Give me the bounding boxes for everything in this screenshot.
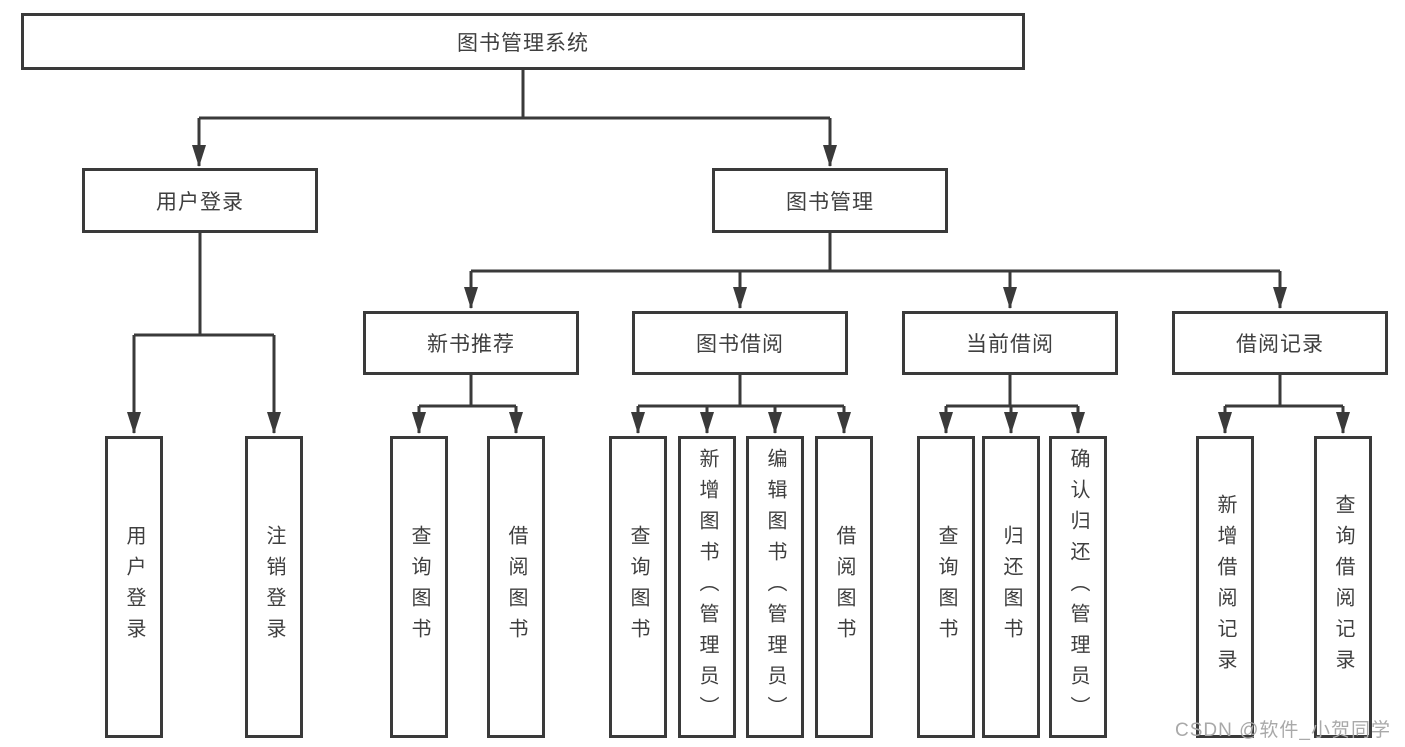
leaf-edit-book-admin: 编辑图书（管理员） [746,436,804,738]
node-label: 查询图书 [935,525,957,649]
node-label: 新增图书（管理员） [696,447,718,727]
leaf-add-borrow-record: 新增借阅记录 [1196,436,1254,738]
leaf-logout: 注销登录 [245,436,303,738]
leaf-return-book: 归还图书 [982,436,1040,738]
node-label: 新书推荐 [427,333,515,356]
node-label: 用户登录 [156,190,244,214]
connector-trunks [134,69,1343,408]
leaf-user-login: 用户登录 [105,436,163,738]
node-label: 当前借阅 [966,333,1054,356]
leaf-query-books-3: 查询图书 [917,436,975,738]
node-book-borrowing: 图书借阅 [632,311,848,375]
leaf-query-borrow-record: 查询借阅记录 [1314,436,1372,738]
leaf-query-books-1: 查询图书 [390,436,448,738]
leaf-query-books-2: 查询图书 [609,436,667,738]
node-label: 图书管理系统 [457,31,589,55]
leaf-confirm-return-admin: 确认归还（管理员） [1049,436,1107,738]
node-borrowing-records: 借阅记录 [1172,311,1388,375]
node-label: 图书借阅 [696,333,784,356]
node-user-login: 用户登录 [82,168,318,233]
node-label: 编辑图书（管理员） [764,447,786,727]
node-label: 借阅图书 [505,525,527,649]
node-label: 查询图书 [627,525,649,649]
leaf-borrow-books-1: 借阅图书 [487,436,545,738]
node-label: 注销登录 [263,525,285,649]
node-label: 查询图书 [408,525,430,649]
node-label: 借阅图书 [833,525,855,649]
node-book-management: 图书管理 [712,168,948,233]
leaf-add-book-admin: 新增图书（管理员） [678,436,736,738]
node-current-borrowing: 当前借阅 [902,311,1118,375]
leaf-borrow-books-2: 借阅图书 [815,436,873,738]
node-label: 归还图书 [1000,525,1022,649]
node-label: 确认归还（管理员） [1067,447,1089,727]
node-label: 借阅记录 [1236,333,1324,356]
node-library-management-system: 图书管理系统 [21,13,1025,70]
node-new-book-recommendation: 新书推荐 [363,311,579,375]
connector-arrows [127,118,1350,434]
node-label: 图书管理 [786,190,874,214]
node-label: 用户登录 [123,525,145,649]
node-label: 新增借阅记录 [1214,494,1236,680]
node-label: 查询借阅记录 [1332,494,1354,680]
